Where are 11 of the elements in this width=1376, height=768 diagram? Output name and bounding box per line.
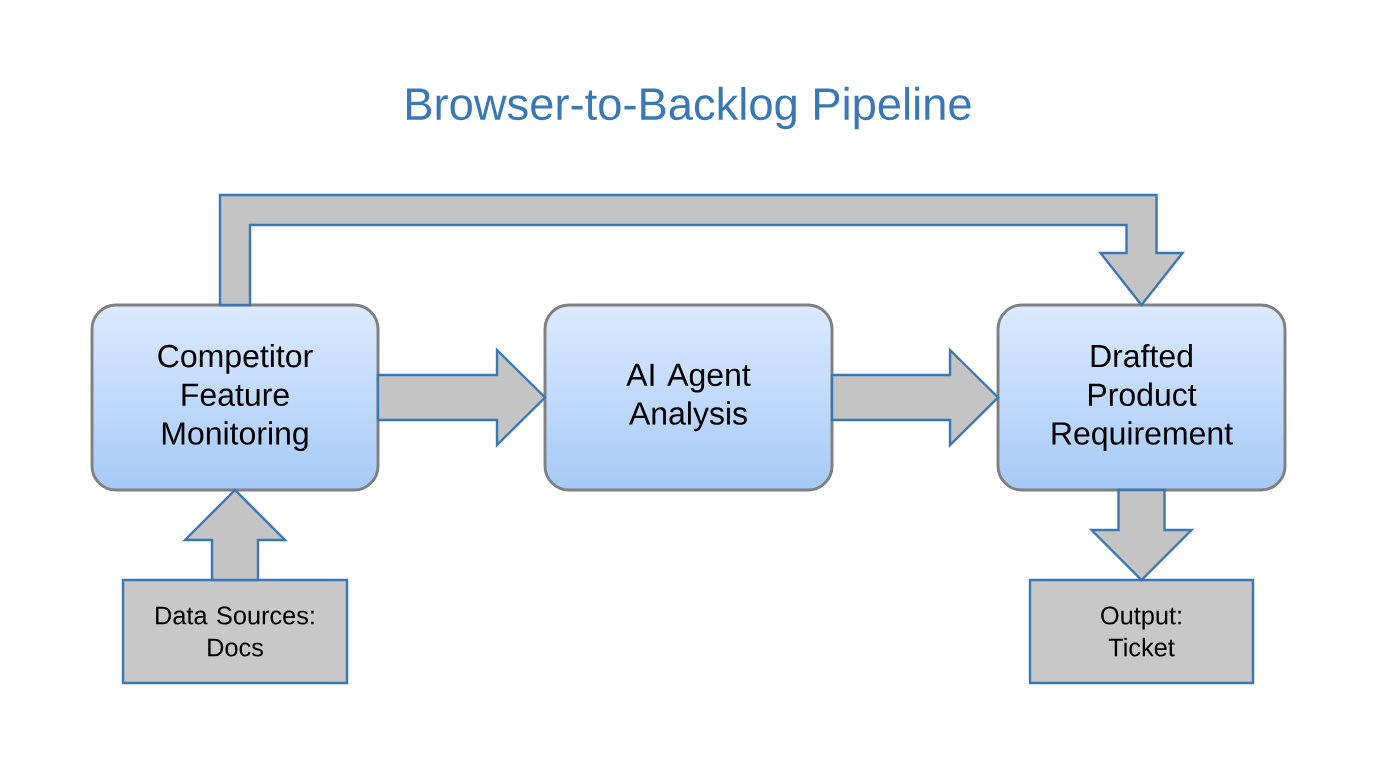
block-arrow — [1088, 488, 1195, 582]
block-arrow — [182, 488, 288, 582]
source-box: Data Sources: Docs — [121, 578, 349, 685]
block-arrow — [376, 347, 547, 448]
process-box: Drafted Product Requirement — [996, 303, 1287, 492]
block-arrow — [218, 193, 1185, 307]
process-box: Competitor Feature Monitoring — [90, 303, 380, 492]
output-box: Output: Ticket — [1028, 578, 1255, 685]
process-box: AI Agent Analysis — [543, 303, 834, 492]
title: Browser-to-Backlog Pipeline — [407, 86, 971, 130]
block-arrow — [830, 347, 1000, 448]
